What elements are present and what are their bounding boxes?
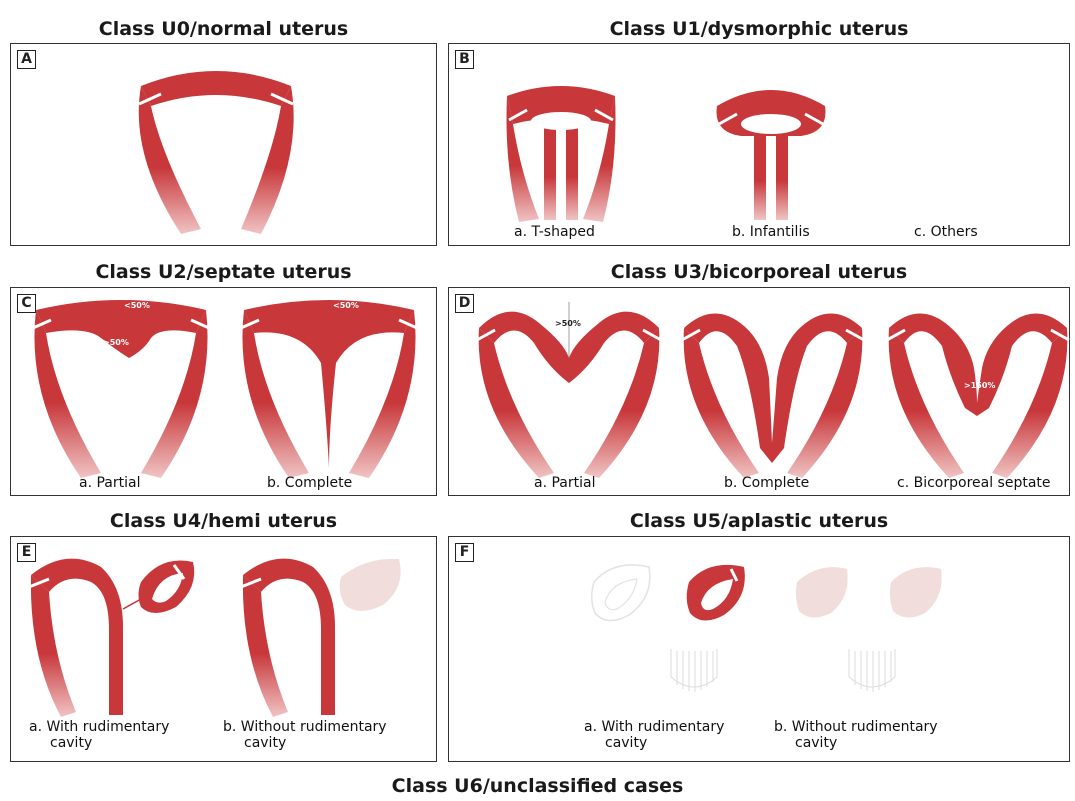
bicorporeal-septate-uterus: >150% <box>887 313 1069 478</box>
class-u2-title: Class U2/septate uterus <box>10 261 437 283</box>
label-t-shaped: a. T-shaped <box>514 224 595 240</box>
label-with-rudimentary-cavity-f: a. With rudimentary cavity <box>584 719 724 751</box>
label-line1: a. With rudimentary <box>29 719 169 735</box>
class-u1-title: Class U1/dysmorphic uterus <box>448 18 1070 40</box>
bicorporeal-uterus-diagrams: >50% >150% <box>449 288 1071 497</box>
annotation-more-than-50: >50% <box>103 338 129 347</box>
complete-bicorporeal-uterus <box>682 313 864 478</box>
panel-d-bicorporeal-uterus: D >50% >150% a. Partial b. Complete <box>448 287 1070 496</box>
label-without-rudimentary-cavity-f: b. Without rudimentary cavity <box>774 719 938 751</box>
aplastic-with-rudimentary-cavity <box>592 565 745 692</box>
label-with-rudimentary-cavity-e: a. With rudimentary cavity <box>29 719 169 751</box>
partial-septate-uterus: <50% >50% <box>33 300 209 478</box>
label-line1: b. Without rudimentary <box>223 719 387 735</box>
annotation-less-than-50-a: <50% <box>124 301 150 310</box>
hemi-uterus-without-rudimentary-cavity <box>241 559 401 717</box>
label-infantilis: b. Infantilis <box>732 224 810 240</box>
annotation-more-than-150: >150% <box>964 381 995 390</box>
panel-a-normal-uterus: A <box>10 43 437 246</box>
hemi-uterus-with-rudimentary-cavity <box>29 559 194 717</box>
class-u4-title: Class U4/hemi uterus <box>10 510 437 532</box>
label-bicorporeal-septate: c. Bicorporeal septate <box>897 475 1051 491</box>
label-partial-septate: a. Partial <box>79 475 140 491</box>
annotation-bicorporeal-more-than-50: >50% <box>555 319 581 328</box>
label-line2: cavity <box>774 735 938 751</box>
panel-e-hemi-uterus: E a. With rudimentary cavity b. Without … <box>10 536 437 762</box>
aplastic-uterus-diagrams <box>449 537 1071 763</box>
label-complete-septate: b. Complete <box>267 475 352 491</box>
panel-b-dysmorphic-uterus: B a. T-shaped b. Infantilis c. Others <box>448 43 1070 246</box>
class-u6-title: Class U6/unclassified cases <box>0 775 1075 797</box>
class-u5-title: Class U5/aplastic uterus <box>448 510 1070 532</box>
septate-uterus-diagrams: <50% >50% <50% <box>11 288 438 497</box>
panel-f-aplastic-uterus: F <box>448 536 1070 762</box>
partial-bicorporeal-uterus: >50% <box>477 302 661 478</box>
aplastic-without-rudimentary-cavity <box>796 567 942 692</box>
label-complete-bicorporeal: b. Complete <box>724 475 809 491</box>
label-without-rudimentary-cavity-e: b. Without rudimentary cavity <box>223 719 387 751</box>
label-line1: a. With rudimentary <box>584 719 724 735</box>
label-line2: cavity <box>29 735 169 751</box>
class-u0-title: Class U0/normal uterus <box>10 18 437 40</box>
label-line1: b. Without rudimentary <box>774 719 938 735</box>
annotation-less-than-50-b: <50% <box>333 301 359 310</box>
label-line2: cavity <box>223 735 387 751</box>
label-others: c. Others <box>914 224 978 240</box>
panel-c-septate-uterus: C <50% >50% <50% a. Partial b. Complete <box>10 287 437 496</box>
complete-septate-uterus: <50% <box>241 300 417 478</box>
class-u3-title: Class U3/bicorporeal uterus <box>448 261 1070 283</box>
infantilis-uterus <box>717 90 826 220</box>
t-shaped-uterus <box>507 86 616 222</box>
normal-uterus-diagram <box>11 44 438 247</box>
dysmorphic-uterus-diagrams <box>449 44 1071 247</box>
label-line2: cavity <box>584 735 724 751</box>
label-partial-bicorporeal: a. Partial <box>534 475 595 491</box>
